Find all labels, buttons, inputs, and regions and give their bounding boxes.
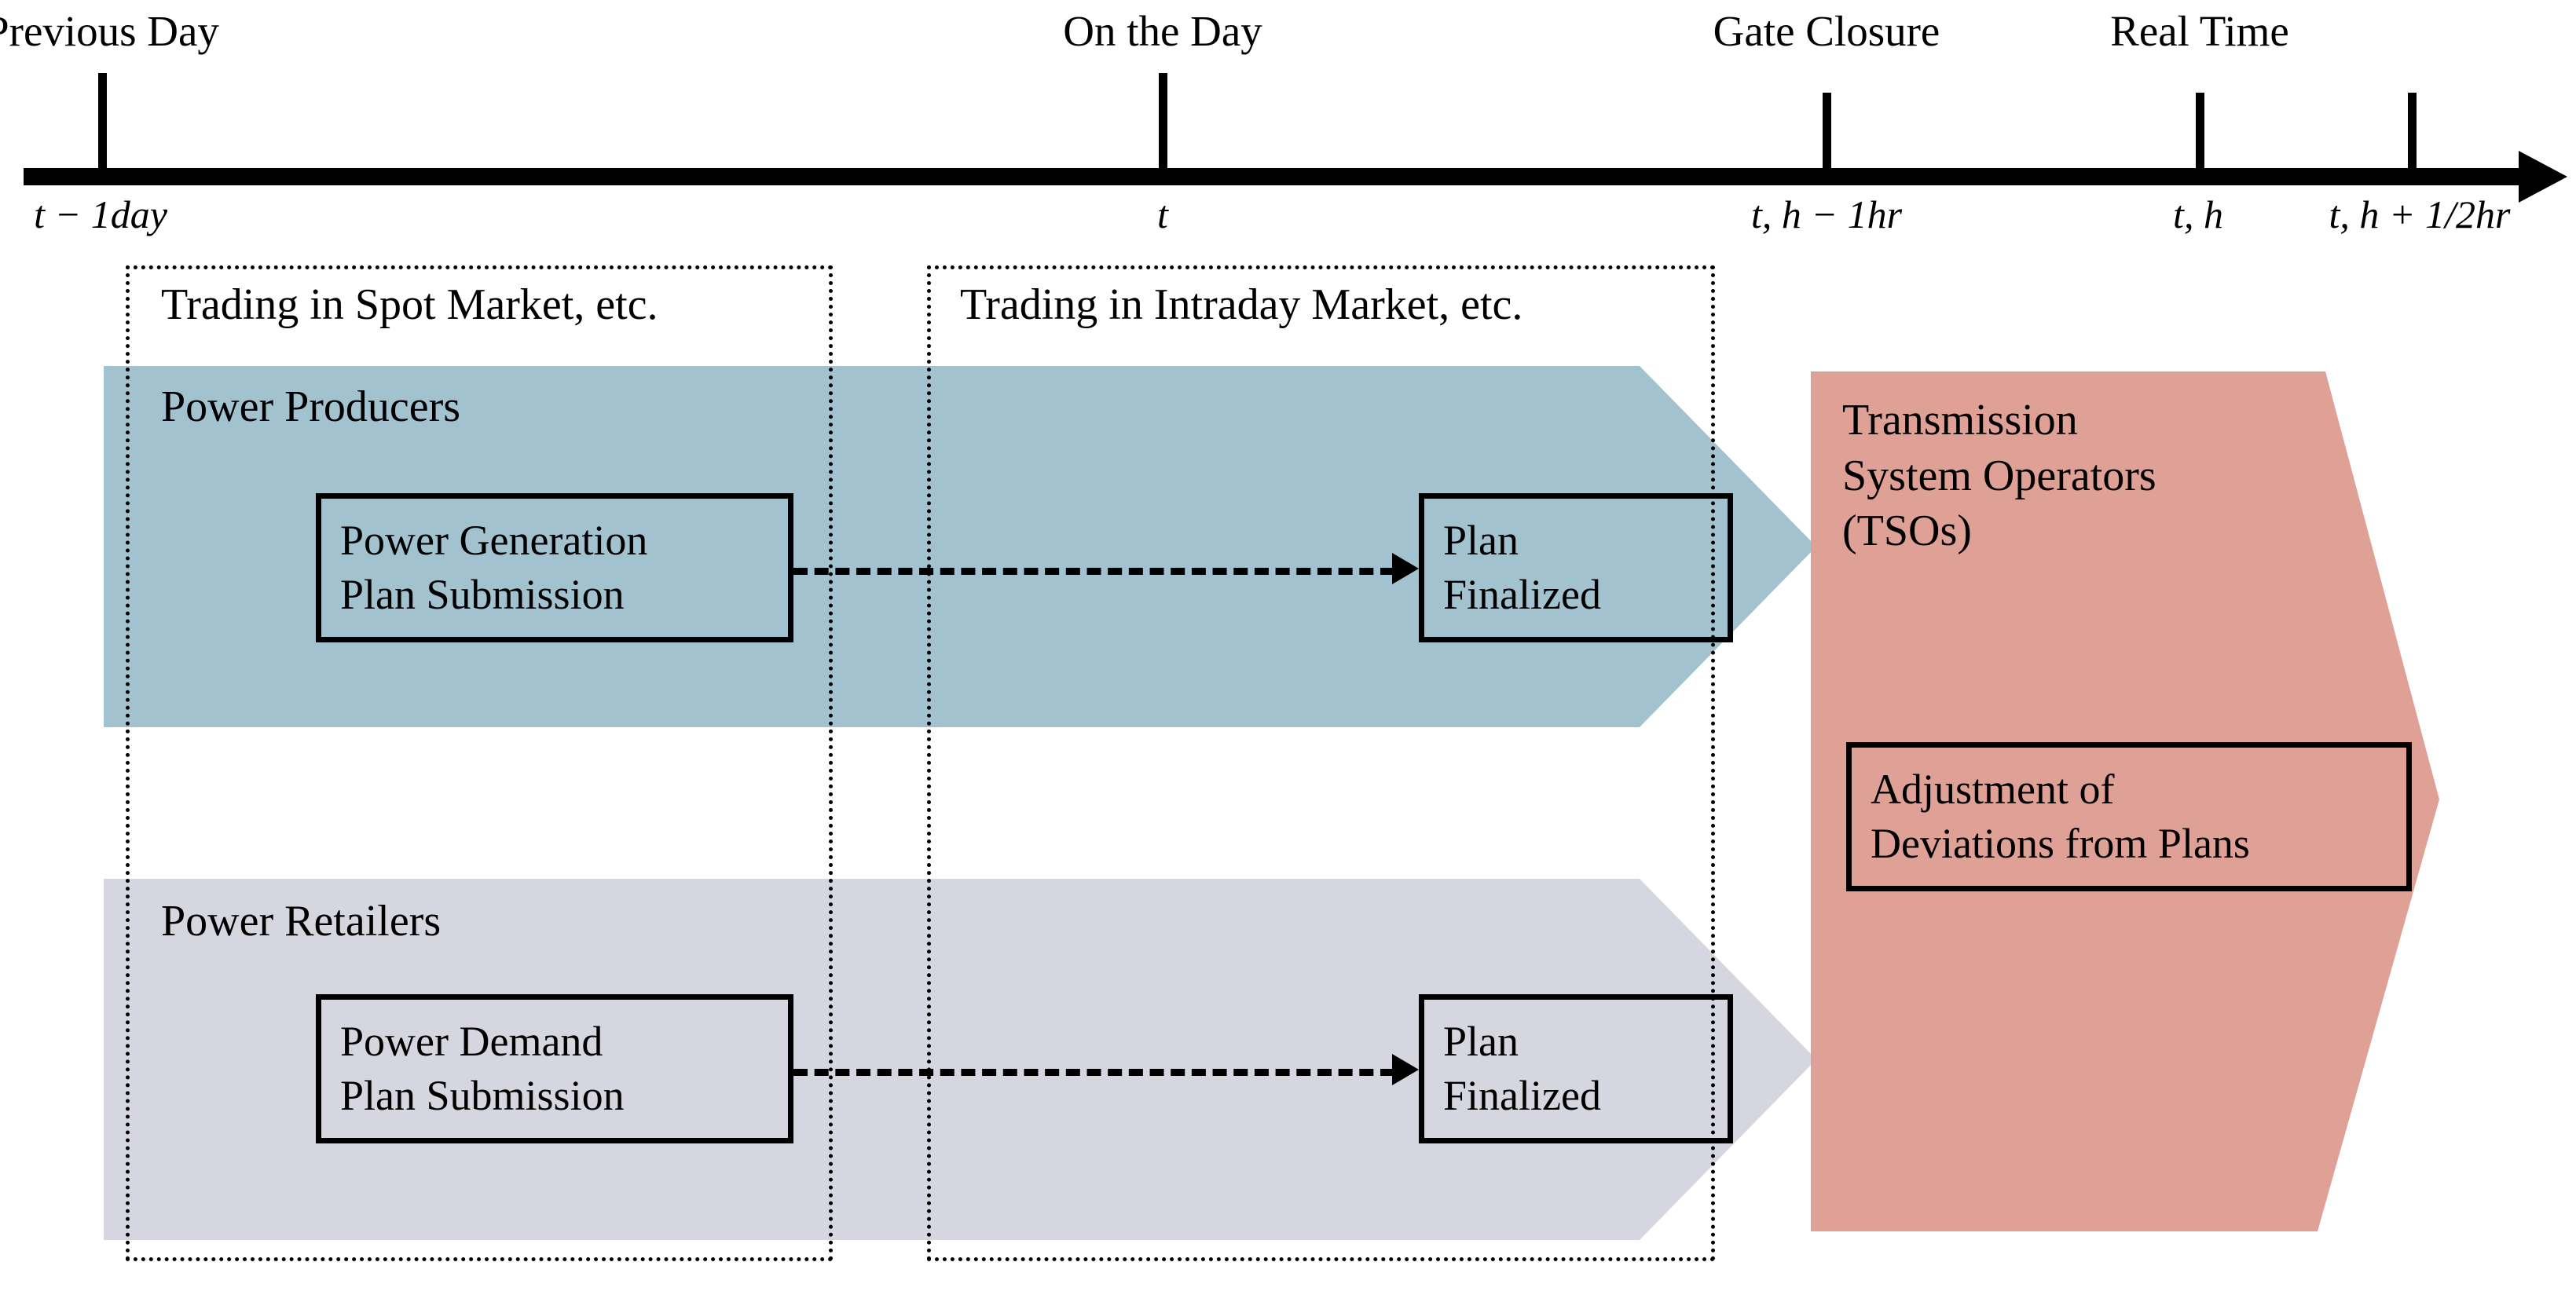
power-producers-title: Power Producers	[161, 382, 461, 431]
retailers-plan-finalized-box: Plan Finalized	[1419, 994, 1733, 1143]
timeline-bottom-label-real-time: t, h	[2173, 192, 2223, 236]
power-demand-plan-submission-line1: Power Demand	[340, 1017, 603, 1065]
timeline-top-label-gate-closure: Gate Closure	[1713, 7, 1940, 55]
power-generation-plan-submission-line1: Power Generation	[340, 516, 648, 564]
timeline-tick-real-time	[2196, 93, 2204, 175]
timeline-bottom-label-on-the-day: t	[1157, 192, 1168, 236]
power-retailers-band	[104, 879, 1816, 1240]
timeline-top-label-real-time: Real Time	[2110, 7, 2289, 55]
power-demand-plan-submission-box: Power Demand Plan Submission	[316, 994, 793, 1143]
power-generation-plan-submission-box: Power Generation Plan Submission	[316, 493, 793, 642]
intraday-market-label: Trading in Intraday Market, etc.	[960, 280, 1523, 329]
timeline-axis-line	[24, 168, 2530, 185]
tso-title-line2: System Operators	[1842, 451, 2156, 500]
power-producers-band	[104, 366, 1816, 727]
retailers-dashed-connector	[793, 1069, 1394, 1076]
tso-title-line3: (TSOs)	[1842, 507, 1972, 556]
intraday-market-box	[927, 265, 1715, 1261]
tso-title: Transmission System Operators (TSOs)	[1842, 393, 2156, 559]
retailers-plan-finalized-line1: Plan	[1443, 1017, 1519, 1065]
timeline-tick-half-hour	[2408, 93, 2417, 175]
timeline-top-label-on-the-day: On the Day	[1063, 7, 1262, 55]
timeline-bottom-label-half-hour: t, h + 1/2hr	[2329, 192, 2511, 236]
producers-arrowhead-icon	[1392, 553, 1419, 584]
timeline-bottom-label-gate-closure: t, h − 1hr	[1750, 192, 1903, 236]
retailers-plan-finalized-line2: Finalized	[1443, 1072, 1601, 1119]
timeline-tick-previous-day	[98, 73, 107, 175]
timeline-tick-gate-closure	[1823, 93, 1831, 175]
adjustment-of-deviations-line2: Deviations from Plans	[1871, 820, 2250, 867]
retailers-arrowhead-icon	[1392, 1054, 1419, 1085]
producers-dashed-connector	[793, 568, 1394, 575]
timeline-arrow-icon	[2519, 151, 2567, 203]
spot-market-label: Trading in Spot Market, etc.	[161, 280, 658, 329]
timeline-top-label-previous-day: Previous Day	[0, 7, 219, 55]
timeline-tick-on-the-day	[1159, 73, 1167, 175]
adjustment-of-deviations-box: Adjustment of Deviations from Plans	[1846, 742, 2412, 891]
producers-plan-finalized-box: Plan Finalized	[1419, 493, 1733, 642]
tso-title-line1: Transmission	[1842, 396, 2078, 444]
power-retailers-title: Power Retailers	[161, 897, 442, 946]
producers-plan-finalized-line2: Finalized	[1443, 571, 1601, 618]
power-generation-plan-submission-line2: Plan Submission	[340, 571, 625, 618]
timeline-bottom-label-previous-day: t − 1day	[34, 192, 167, 236]
power-demand-plan-submission-line2: Plan Submission	[340, 1072, 625, 1119]
tso-block	[1811, 371, 2439, 1231]
producers-plan-finalized-line1: Plan	[1443, 516, 1519, 564]
spot-market-box	[126, 265, 833, 1261]
adjustment-of-deviations-line1: Adjustment of	[1871, 765, 2115, 813]
